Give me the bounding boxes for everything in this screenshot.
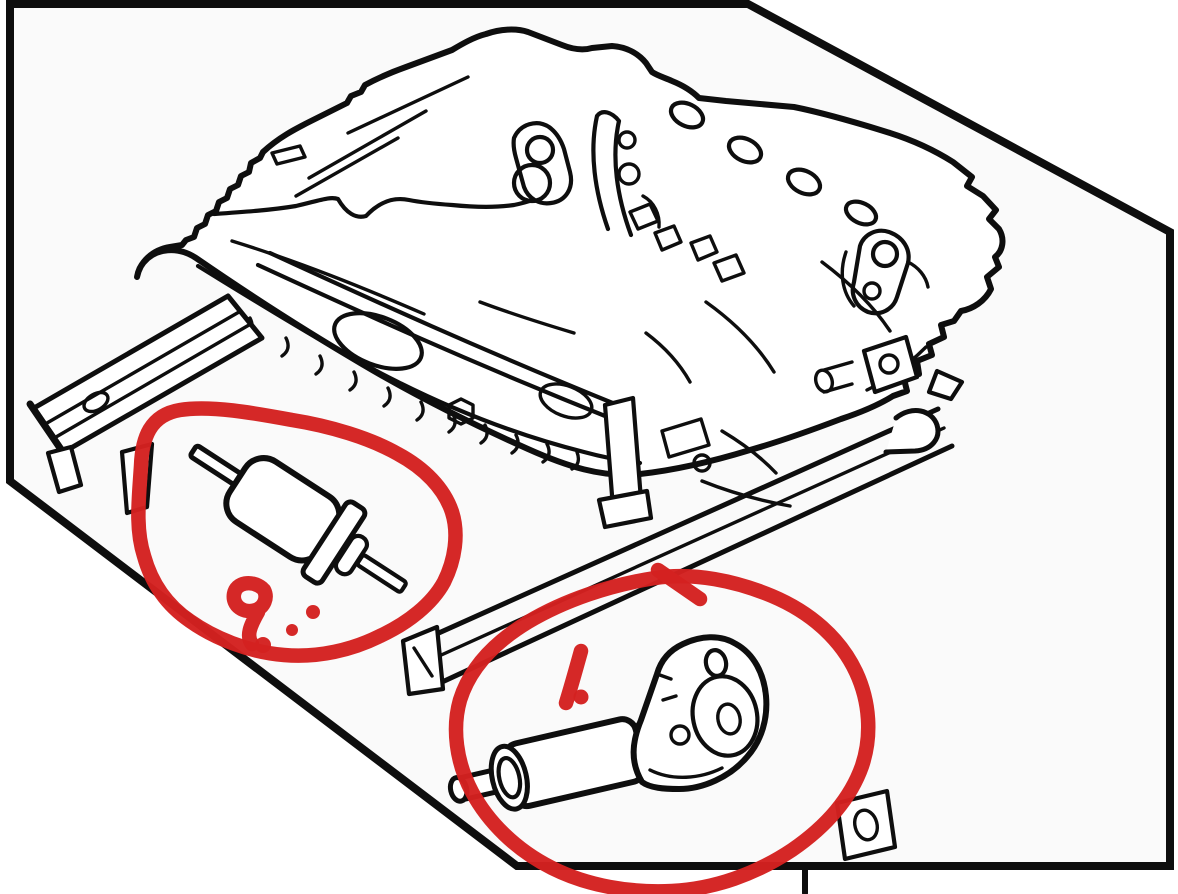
pen-tick bbox=[650, 562, 708, 607]
handwritten-dot bbox=[286, 624, 298, 636]
seat-frame-drawing bbox=[26, 26, 1006, 862]
handwritten-ink-blob bbox=[255, 637, 271, 653]
red-circle-annotation-2 bbox=[131, 401, 463, 663]
seat-pan-details bbox=[230, 239, 928, 426]
handwritten-dot bbox=[306, 605, 320, 619]
rail-bracket bbox=[861, 334, 920, 395]
lower-bracket bbox=[834, 788, 898, 862]
recline-bracket bbox=[840, 228, 930, 316]
red-circle-annotation-1 bbox=[448, 562, 876, 894]
handwritten-label-2 bbox=[226, 575, 273, 652]
red-marker-annotations bbox=[131, 401, 876, 894]
slide-motor-drawing bbox=[188, 443, 408, 594]
square-holes bbox=[628, 202, 746, 283]
rail-end-cap bbox=[883, 408, 941, 455]
back-panel-slot-hole bbox=[270, 144, 307, 166]
rail-tip bbox=[926, 368, 965, 402]
handwritten-label-1 bbox=[558, 643, 589, 711]
headrest-bracket-holes bbox=[511, 110, 746, 283]
rear-slide-rail bbox=[400, 334, 965, 697]
seat-back-panel-details bbox=[211, 75, 571, 219]
flange-bolt-holes bbox=[668, 100, 879, 227]
front-flange-line bbox=[195, 263, 643, 466]
bracket-motor-drawing bbox=[447, 634, 770, 812]
under-seat-linkage bbox=[596, 360, 898, 862]
rail-foot bbox=[45, 444, 84, 495]
seat-pan-outline bbox=[134, 26, 1006, 478]
hex-bolt bbox=[447, 397, 475, 426]
handwritten-ink-blob bbox=[573, 689, 589, 705]
